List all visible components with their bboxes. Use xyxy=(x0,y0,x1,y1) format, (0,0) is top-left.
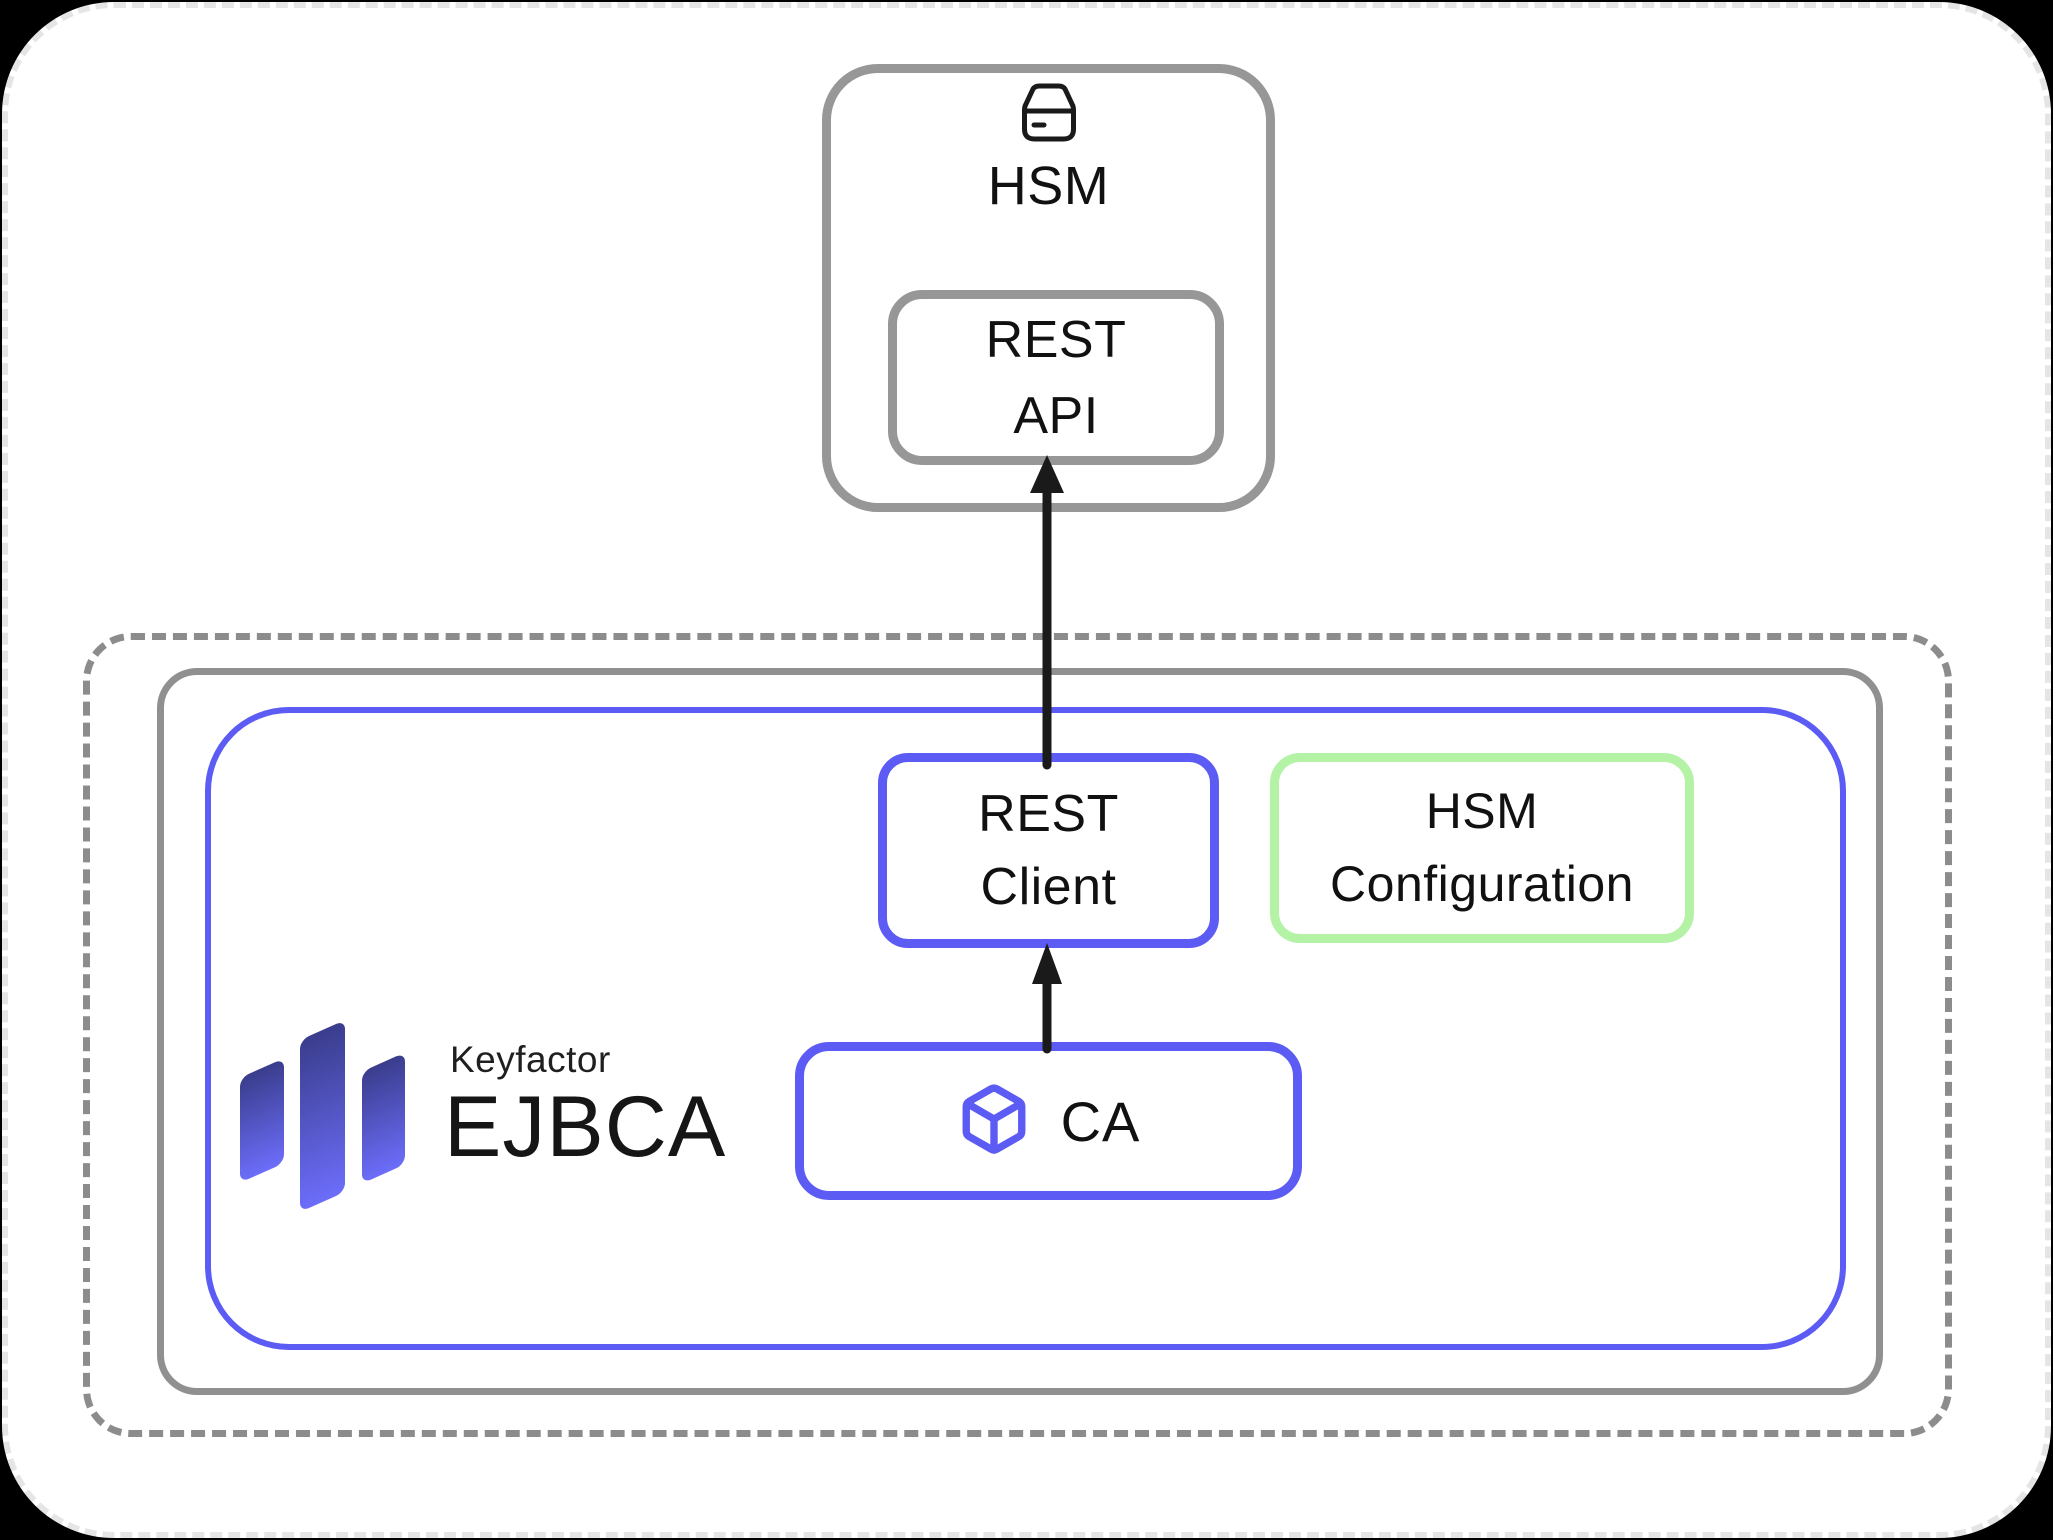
rest-api-label-line2: API xyxy=(1013,386,1099,445)
cube-icon xyxy=(957,1079,1031,1164)
logo-brand-text: Keyfactor xyxy=(450,1039,611,1080)
hsm-configuration-label-line2: Configuration xyxy=(1330,856,1634,912)
logo-bar-middle xyxy=(300,1019,345,1213)
rest-api-box: REST API xyxy=(888,290,1224,465)
logo-product-text: EJBCA xyxy=(444,1079,727,1175)
rest-api-label: REST API xyxy=(986,302,1127,454)
hsm-node-title: HSM xyxy=(987,156,1110,216)
rest-client-label-line2: Client xyxy=(980,857,1117,916)
rest-api-label-line1: REST xyxy=(985,310,1127,369)
rest-client-label: REST Client xyxy=(978,778,1119,924)
logo-bar-left xyxy=(240,1058,284,1183)
ca-box: CA xyxy=(795,1042,1302,1200)
ca-label: CA xyxy=(1060,1089,1141,1153)
logo-bar-right xyxy=(362,1052,405,1184)
hsm-device-icon xyxy=(1011,83,1087,148)
hsm-configuration-label-line1: HSM xyxy=(1425,783,1539,839)
hsm-configuration-box: HSM Configuration xyxy=(1270,753,1694,943)
hsm-node: HSM REST API xyxy=(822,64,1275,512)
rest-client-label-line1: REST xyxy=(978,784,1119,843)
deployment-boundary xyxy=(83,633,1952,1437)
hsm-configuration-label: HSM Configuration xyxy=(1330,775,1634,921)
rest-client-box: REST Client xyxy=(878,753,1219,948)
